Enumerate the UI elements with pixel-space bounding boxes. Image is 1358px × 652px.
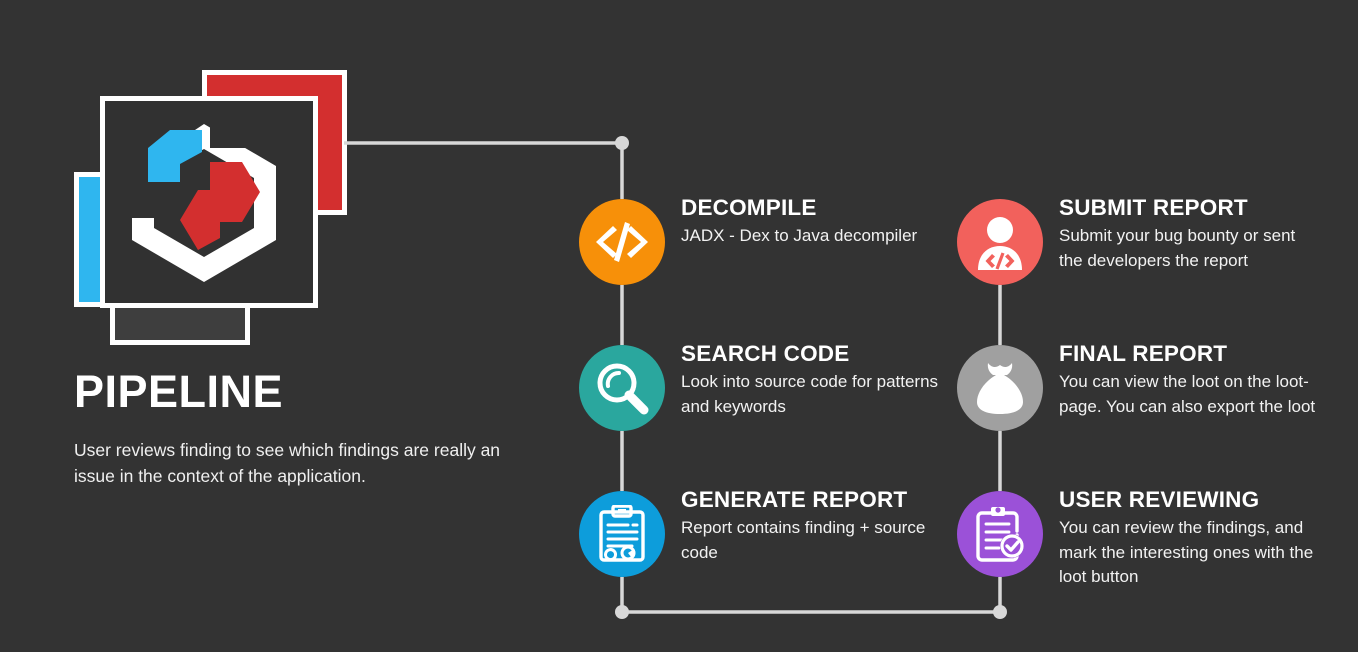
hexagon-key-icon bbox=[132, 124, 276, 282]
logo-stack bbox=[74, 70, 364, 350]
step-decompile-description: JADX - Dex to Java decompiler bbox=[681, 225, 918, 245]
connector-node-bottom-left bbox=[615, 605, 629, 619]
page-title: PIPELINE bbox=[74, 366, 284, 417]
magnifier-icon bbox=[597, 363, 649, 415]
connector-node-bottom-right bbox=[993, 605, 1007, 619]
step-decompile-circle[interactable] bbox=[579, 199, 665, 285]
step-decompile-title: DECOMPILE bbox=[681, 195, 817, 220]
step-submit-report-description: Submit your bug bounty or sent the devel… bbox=[1059, 225, 1296, 270]
clipboard-check-icon bbox=[976, 507, 1024, 562]
step-final-report-description: You can view the loot on the loot-page. … bbox=[1059, 371, 1316, 416]
clipboard-chart-icon bbox=[599, 505, 645, 562]
step-user-reviewing-text: USER REVIEWING You can review the findin… bbox=[1059, 487, 1327, 590]
connector-logo-to-decompile bbox=[344, 141, 624, 199]
step-generate-report-title: GENERATE REPORT bbox=[681, 487, 908, 512]
money-bag-icon bbox=[977, 363, 1023, 414]
step-submit-report-circle[interactable] bbox=[957, 199, 1043, 285]
step-generate-report-description: Report contains finding + source code bbox=[681, 517, 926, 562]
step-generate-report-circle[interactable] bbox=[579, 491, 665, 577]
step-final-report-title: FINAL REPORT bbox=[1059, 341, 1228, 366]
step-decompile-text: DECOMPILE JADX - Dex to Java decompiler bbox=[681, 195, 943, 249]
step-user-reviewing-description: You can review the findings, and mark th… bbox=[1059, 517, 1314, 587]
step-search-code-text: SEARCH CODE Look into source code for pa… bbox=[681, 341, 943, 419]
step-search-code-title: SEARCH CODE bbox=[681, 341, 850, 366]
person-code-icon bbox=[978, 217, 1022, 270]
step-final-report-circle[interactable] bbox=[957, 345, 1043, 431]
page-description: User reviews finding to see which findin… bbox=[74, 440, 501, 487]
step-search-code-circle[interactable] bbox=[579, 345, 665, 431]
step-search-code-description: Look into source code for patterns and k… bbox=[681, 371, 939, 416]
step-final-report-text: FINAL REPORT You can view the loot on th… bbox=[1059, 341, 1321, 419]
step-generate-report-text: GENERATE REPORT Report contains finding … bbox=[681, 487, 949, 565]
connector-node-top bbox=[615, 136, 629, 150]
code-brackets-icon bbox=[596, 222, 648, 262]
step-submit-report-text: SUBMIT REPORT Submit your bug bounty or … bbox=[1059, 195, 1321, 273]
step-user-reviewing-circle[interactable] bbox=[957, 491, 1043, 577]
step-submit-report-title: SUBMIT REPORT bbox=[1059, 195, 1248, 220]
step-user-reviewing-title: USER REVIEWING bbox=[1059, 487, 1260, 512]
connector-generate-to-user-reviewing bbox=[620, 577, 1002, 614]
